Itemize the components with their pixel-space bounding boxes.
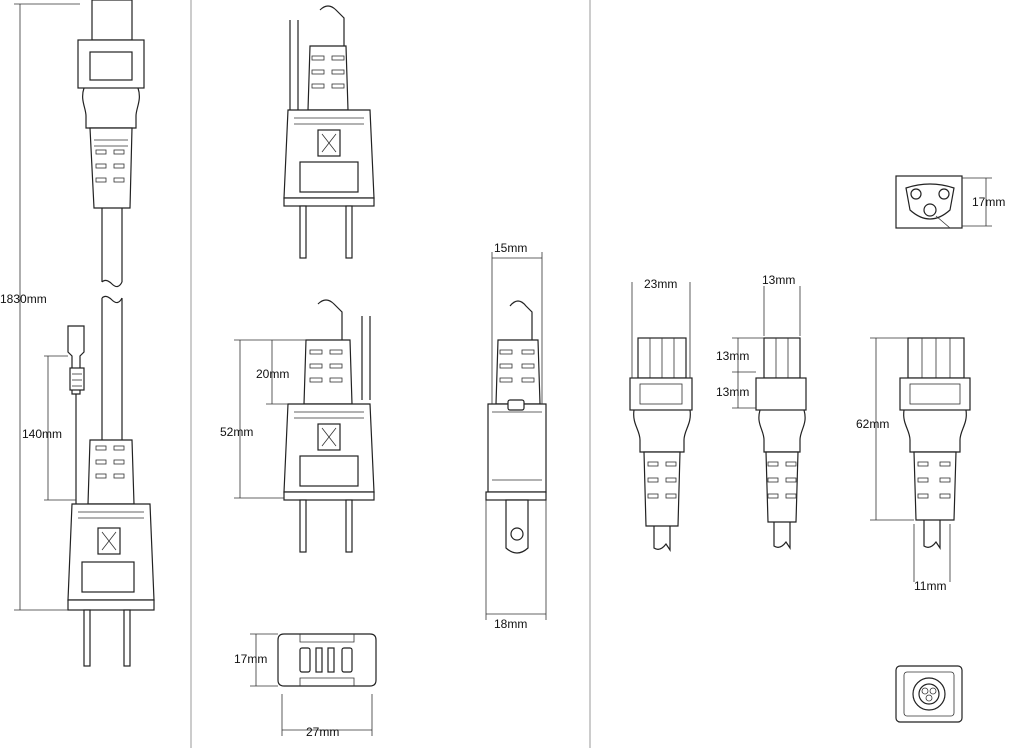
label-connector-face-height: 17mm [972,195,1005,209]
label-connector-side-upper: 13mm [716,349,749,363]
label-connector-back-cord: 11mm [914,579,946,593]
label-plug-body-length: 52mm [220,425,253,439]
label-connector-front-width: 23mm [644,277,677,291]
plug-side-view [485,252,547,620]
label-cord-length: 1830mm [0,292,47,306]
label-plug-side-bottom-width: 18mm [494,617,527,631]
full-cord-assembly [14,0,155,667]
label-plug-front-width: 17mm [234,652,267,666]
label-plug-top-section: 20mm [256,367,289,381]
connector-side-view [732,286,807,550]
plug-dimensioned-view [234,299,375,553]
connector-back-view [870,337,971,582]
plug-top-view [283,5,375,259]
label-plug-side-top-width: 15mm [494,241,527,255]
plug-front-face [250,633,377,736]
label-plug-tail-length: 140mm [22,427,62,441]
connector-face-bottom [895,665,963,723]
label-connector-side-lower: 13mm [716,385,749,399]
label-connector-side-width: 13mm [762,273,795,287]
label-plug-front-length: 27mm [306,725,339,739]
connector-face-top [895,175,992,229]
connector-front-view [629,282,693,552]
label-connector-back-length: 62mm [856,417,889,431]
